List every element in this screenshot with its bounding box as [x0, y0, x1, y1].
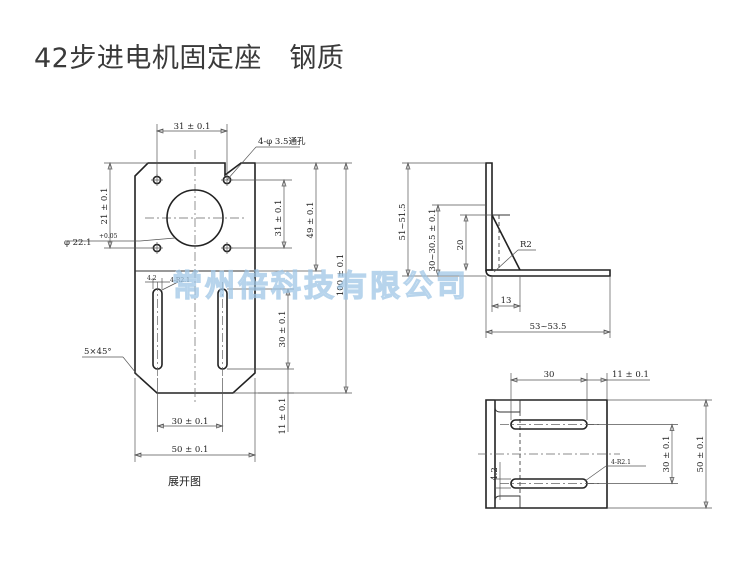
dim-bottom-offset: 11 ± 0.1 [278, 398, 288, 435]
side-vertical-plate [485, 162, 493, 271]
dim-slot-pitch: 30 ± 0.1 [172, 417, 209, 427]
dim-side-length: 53~53.5 [530, 322, 567, 332]
dim-hole-vertical: 21 ± 0.1 [100, 188, 110, 225]
dim-bend-radius: R2 [520, 240, 532, 250]
page-title: 42步进电机固定座 钢质 [34, 43, 345, 74]
dim-total-width: 50 ± 0.1 [172, 445, 209, 455]
dim-side-lower: 30~30.5 ± 0.1 [428, 209, 438, 272]
side-view: 51~51.5 30~30.5 ± 0.1 20 R2 13 53~53.5 [398, 161, 612, 338]
dim-plan-slot-len: 30 [544, 370, 555, 380]
dim-plan-slot-w: 4.2 [490, 467, 500, 481]
dim-plan-slot-r: 4-R2.1 [611, 459, 631, 466]
dim-plan-offset: 11 ± 0.1 [612, 370, 649, 380]
dim-slot-length: 30 ± 0.1 [278, 311, 288, 348]
dim-total-height: 100 ± 0.1 [336, 254, 346, 296]
dim-chamfer: 5×45° [84, 347, 112, 357]
dim-bore-dia: φ 22.1 [64, 238, 92, 248]
mounting-holes [151, 174, 233, 254]
dim-hole-spec: 4-φ 3.5通孔 [258, 136, 306, 147]
flat-pattern-label: 展开图 [168, 475, 201, 488]
plan-view: 30 11 ± 0.1 30 ± 0.1 50 ± 0.1 4.2 4-R2.1 [478, 370, 712, 510]
flat-pattern-outline [134, 162, 256, 394]
watermark-text: 常州倍科技有限公司 [172, 269, 469, 304]
dim-plan-width: 50 ± 0.1 [696, 436, 706, 473]
side-rib [491, 214, 521, 271]
dim-top-height: 49 ± 0.1 [306, 202, 316, 239]
dim-hole-pitch-v: 31 ± 0.1 [274, 200, 284, 237]
flat-pattern-view: 31 ± 0.1 4-φ 3.5通孔 21 ± 0.1 φ 22.1 +0.05… [64, 122, 352, 488]
dim-slot-radius: 4-R2.1 [170, 277, 190, 284]
dim-rib-length: 13 [501, 296, 512, 306]
dim-plan-slot-pitch: 30 ± 0.1 [662, 436, 672, 473]
side-horizontal-plate [486, 269, 611, 277]
dim-bore-tol: +0.05 [99, 233, 118, 240]
dim-rib-height: 20 [456, 240, 466, 251]
dim-top-width: 31 ± 0.1 [174, 122, 211, 132]
dim-side-height: 51~51.5 [398, 204, 408, 241]
dim-slot-width: 4.2 [147, 275, 157, 282]
motor-bore [166, 189, 224, 247]
